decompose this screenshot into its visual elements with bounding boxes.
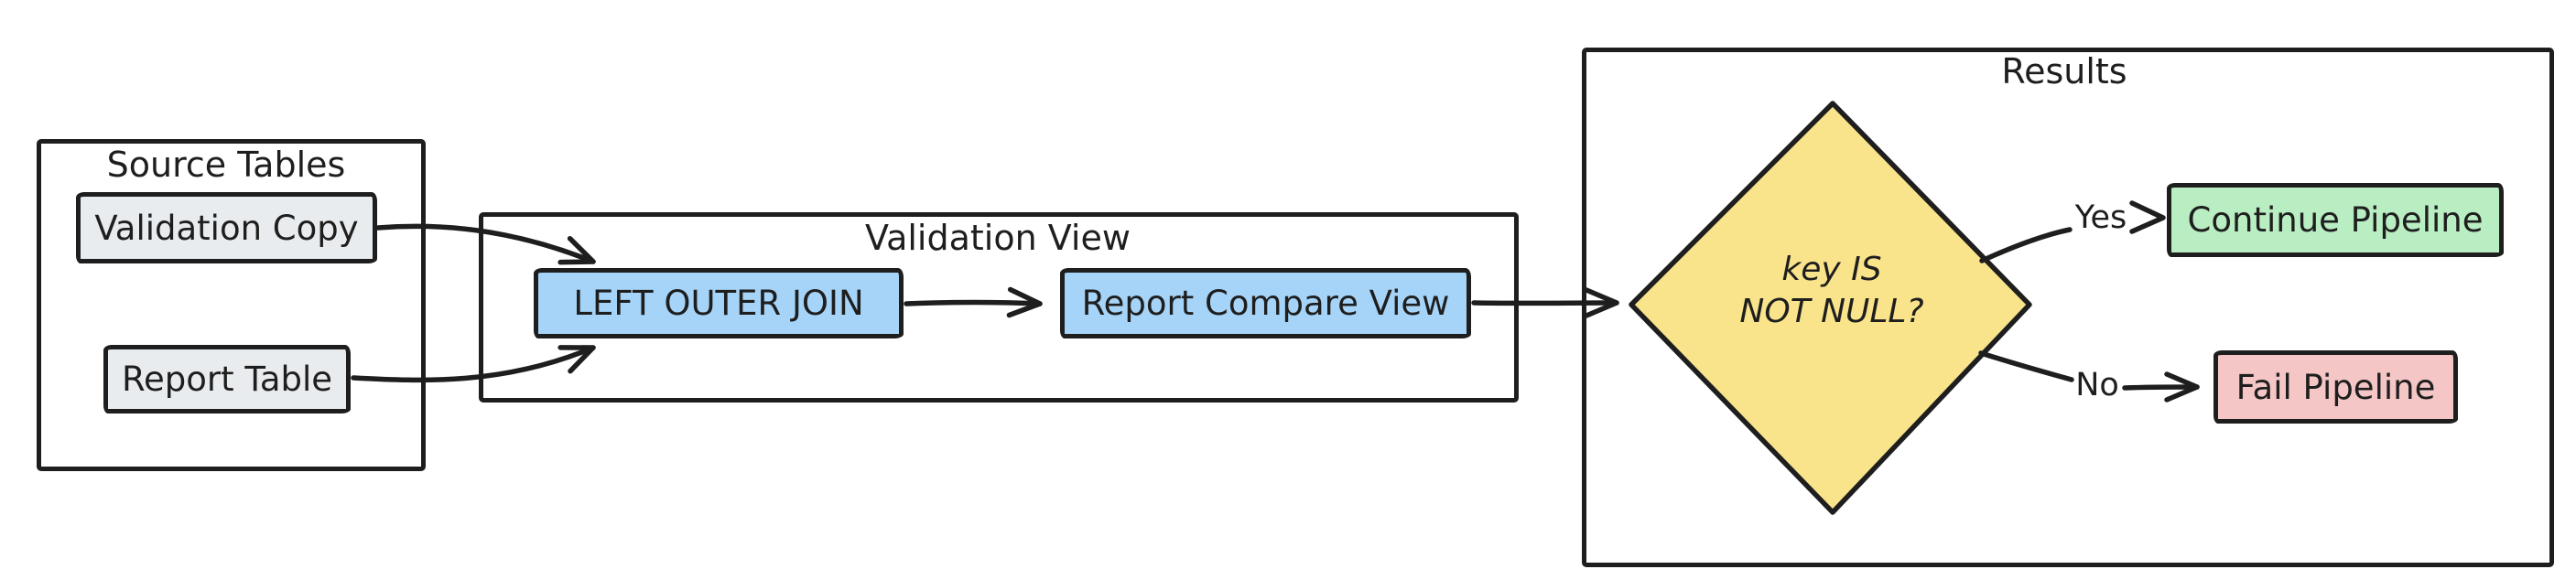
node-label: Report Compare View <box>1081 284 1450 323</box>
node-decision-label: key IS NOT NULL? <box>1739 251 1924 330</box>
container-validation-view <box>479 212 1519 403</box>
node-fail-pipeline: Fail Pipeline <box>2213 350 2458 424</box>
edge-label-no: No <box>2075 367 2119 403</box>
node-validation-copy: Validation Copy <box>76 192 377 263</box>
node-continue-pipeline: Continue Pipeline <box>2167 183 2504 257</box>
container-label-source-tables: Source Tables <box>106 145 346 185</box>
container-source-tables <box>37 139 426 471</box>
node-report-table: Report Table <box>103 345 351 414</box>
node-report-compare-view: Report Compare View <box>1060 268 1471 338</box>
node-label: Report Table <box>121 360 333 399</box>
edge-label-yes: Yes <box>2074 199 2127 236</box>
container-label-results: Results <box>2001 51 2127 91</box>
node-left-outer-join: LEFT OUTER JOIN <box>534 268 904 338</box>
container-label-validation-view: Validation View <box>865 218 1131 258</box>
node-label: Validation Copy <box>94 208 359 248</box>
node-label: LEFT OUTER JOIN <box>573 284 864 323</box>
node-label: Fail Pipeline <box>2235 367 2436 407</box>
node-label: Continue Pipeline <box>2187 200 2484 240</box>
